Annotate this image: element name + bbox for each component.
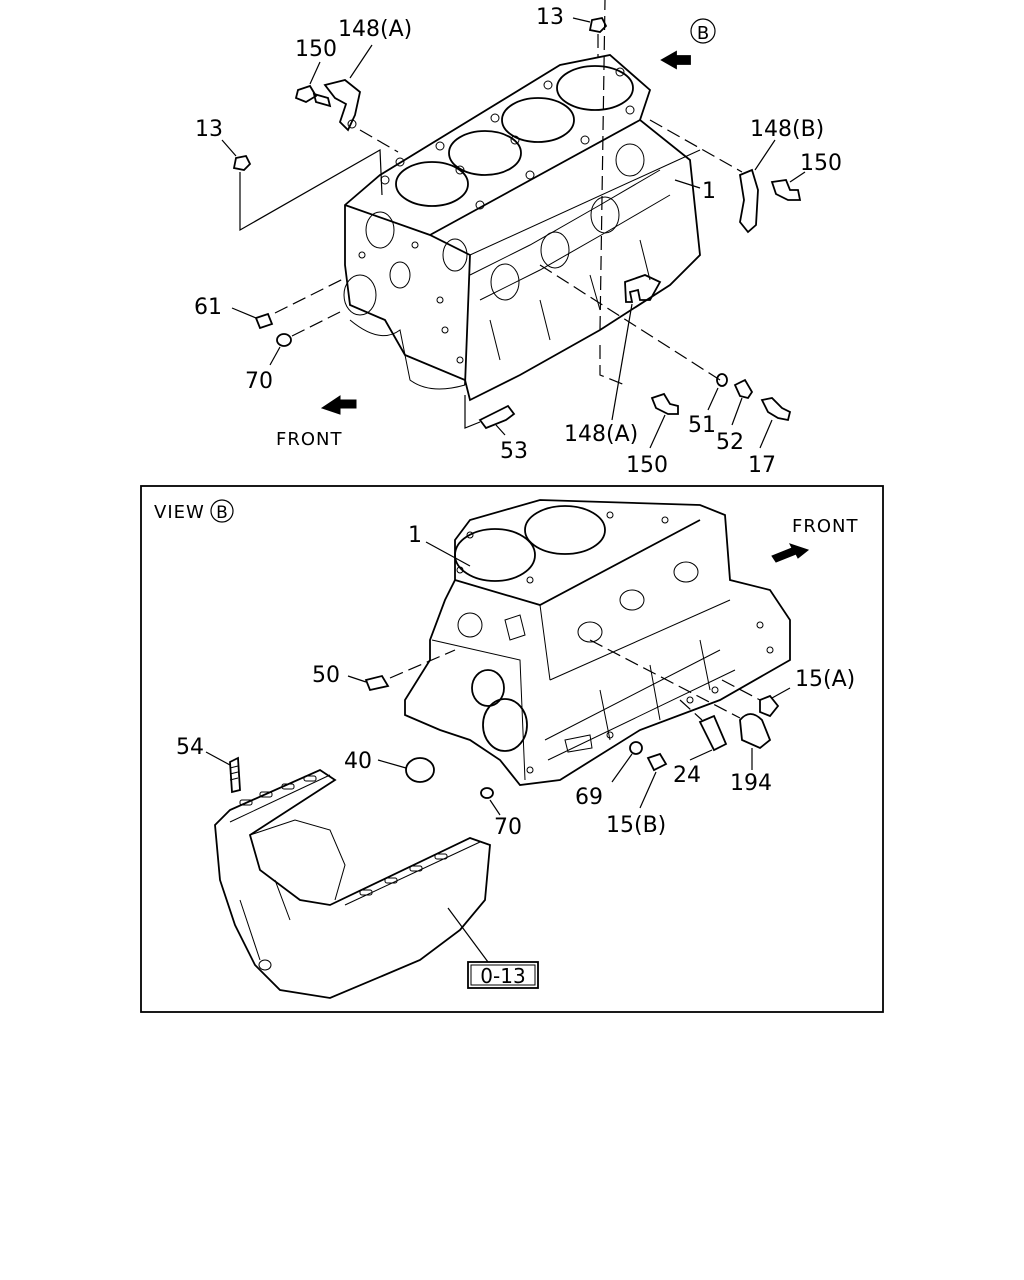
washer-51 [707, 373, 728, 411]
view-b-marker-text: B [697, 23, 709, 44]
bolt-150-top [294, 61, 332, 108]
bolt-24 [679, 699, 728, 761]
bracket-148a-top [323, 44, 399, 153]
plug-15b [639, 752, 668, 809]
front-arrow-top [320, 395, 357, 415]
view-b-arrow [660, 50, 691, 70]
cylinder-block-top [343, 54, 701, 402]
bolt-53 [464, 395, 516, 436]
callout-150-right: 150 [800, 151, 842, 176]
sensor-17 [759, 397, 792, 449]
plug-15a [721, 679, 791, 718]
dowel-61 [231, 277, 346, 330]
callout-194: 194 [730, 771, 772, 796]
cylinder-block-detail [404, 499, 791, 786]
view-b-title: VIEW B [154, 499, 234, 523]
view-b-marker-top: B [690, 18, 716, 44]
callout-54: 54 [176, 735, 204, 760]
callout-13-left: 13 [195, 117, 223, 142]
callout-1-detail: 1 [408, 523, 422, 548]
front-arrow-detail [771, 543, 810, 563]
view-b-frame [140, 485, 884, 1013]
callout-61: 61 [194, 295, 222, 320]
nut-13-top [572, 16, 608, 58]
callout-148a-bottom: 148(A) [564, 422, 638, 447]
plug-70-top [269, 311, 341, 366]
dowel-50 [347, 649, 456, 692]
oring-40 [377, 757, 435, 783]
callout-15b: 15(B) [606, 813, 666, 838]
ref-box-text: 0-13 [480, 964, 525, 988]
callout-40: 40 [344, 749, 372, 774]
washer-69 [611, 741, 643, 783]
front-label-detail: FRONT [792, 516, 859, 537]
callout-24: 24 [673, 763, 701, 788]
leader-0-13 [447, 907, 489, 963]
bolt-150-right [770, 171, 806, 201]
callout-51: 51 [688, 413, 716, 438]
stud-54 [205, 751, 241, 794]
bracket-148a-bottom [599, 0, 662, 421]
callout-150-top: 150 [295, 37, 337, 62]
bolt-150-bottom [649, 392, 679, 449]
callout-69: 69 [575, 785, 603, 810]
sensor-194 [589, 639, 772, 770]
ref-box-0-13: 0-13 [467, 961, 539, 989]
callout-70-detail: 70 [494, 815, 522, 840]
callout-52: 52 [716, 430, 744, 455]
callout-1-top: 1 [702, 179, 716, 204]
callout-53: 53 [500, 439, 528, 464]
front-label-top: FRONT [276, 429, 343, 450]
bolt-52 [731, 378, 754, 426]
view-b-title-text: VIEW [154, 502, 205, 523]
callout-17: 17 [748, 453, 776, 478]
leader-dash-51 [539, 264, 721, 381]
leader-1-top [674, 179, 701, 189]
callout-15a: 15(A) [795, 667, 855, 692]
leader-1-detail [425, 541, 471, 567]
callout-148a-top: 148(A) [338, 17, 412, 42]
callout-70-top: 70 [245, 369, 273, 394]
view-b-title-marker: B [216, 503, 228, 523]
plug-70-detail [480, 787, 501, 816]
callout-150-bottom: 150 [626, 453, 668, 478]
callout-148b: 148(B) [750, 117, 824, 142]
bracket-148b [649, 119, 776, 234]
callout-13-top: 13 [536, 5, 564, 30]
nut-13-left [221, 139, 383, 232]
oil-pan [214, 768, 491, 999]
callout-50: 50 [312, 663, 340, 688]
